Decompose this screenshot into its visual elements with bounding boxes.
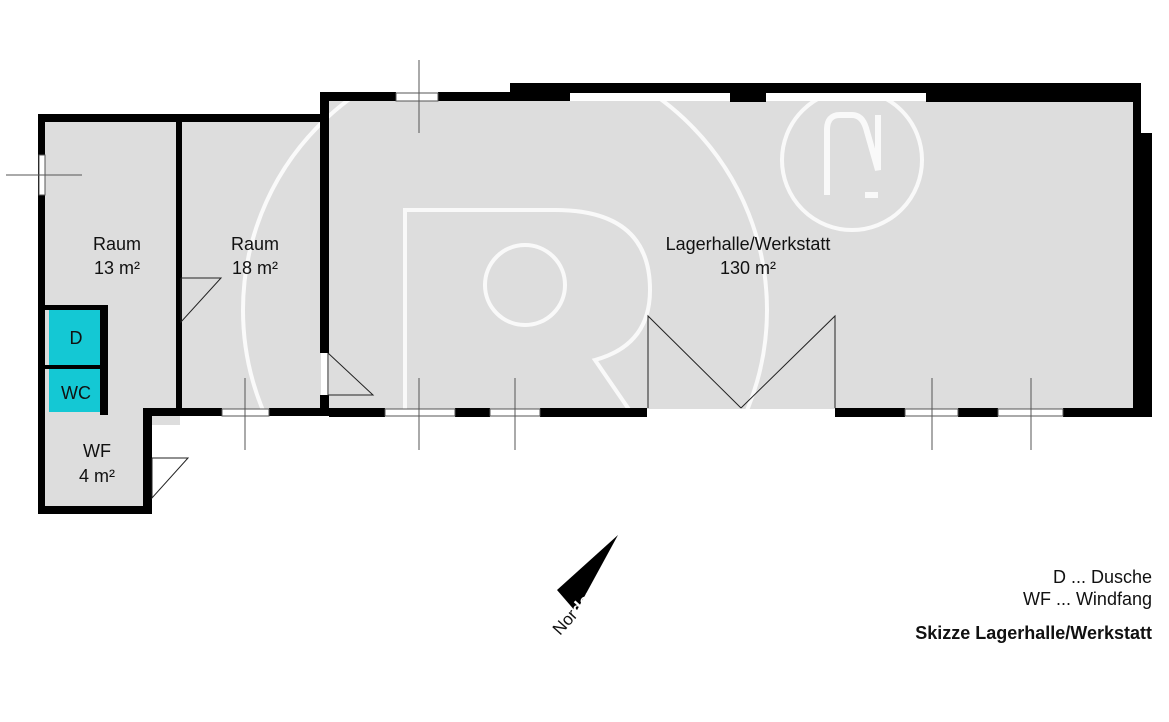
watermark-letter-n [824,112,881,198]
raum-13-name: Raum [93,234,141,254]
window-bottom-2 [384,408,456,417]
wall-hall-bottom-a [329,408,385,417]
north-compass: Norden [549,535,618,639]
legend: D ... Dusche WF ... Windfang Skizze Lage… [915,566,1152,644]
walls [38,83,1152,514]
windfang-name: WF [83,441,111,461]
wall-hall-top-b [438,92,570,101]
legend-title: Skizze Lagerhalle/Werkstatt [915,623,1152,643]
raum-18-name: Raum [231,234,279,254]
wall-fixture-top [45,305,108,310]
fixture-wc: WC [49,368,103,412]
dusche-block [49,310,103,365]
floor-windfang [45,413,148,506]
wall-hall-top-a [320,92,396,101]
fixture-dusche: D [49,310,103,365]
floor-lagerhalle [329,101,1133,409]
dusche-label: D [70,328,83,348]
door-raum-divider [180,277,223,324]
windfang-area: 4 m² [79,466,115,486]
floor-raum-18 [182,122,321,409]
lagerhalle-area: 130 m² [720,258,776,278]
wc-block [49,368,103,412]
floor-windfang-extension [148,415,180,425]
wall-hall-right-pillar [1141,133,1152,417]
lagerhalle-name: Lagerhalle/Werkstatt [666,234,831,254]
watermark-letter-r [403,208,653,560]
wall-hall-left [320,92,329,353]
door-windfang [151,457,190,500]
wall-hall-top-c [510,83,1140,93]
wall-hall-bottom-f [1063,408,1141,417]
watermark-logo [241,46,924,574]
wall-left-top [38,114,329,122]
wall-rooms-divider [176,122,182,412]
wall-hall-left-lower [320,395,329,412]
wall-fixture-divider [100,305,108,415]
wall-windfang-right [143,409,152,514]
wall-hall-top-d [730,92,766,102]
legend-item-dusche: D ... Dusche [1052,567,1152,587]
wall-hall-bottom-d [835,408,905,417]
wall-windfang-top [143,408,185,416]
watermark-large-circle [241,46,769,574]
wc-label: WC [61,383,91,403]
doors [151,277,836,500]
floor-areas [45,101,1133,506]
door-hall-gate-left [647,314,742,409]
compass-arrow-icon [557,535,618,612]
wall-left-bottom [38,506,152,514]
windows [6,60,1064,450]
wall-fixture-middle [45,365,108,369]
watermark-inner-circle [483,243,567,327]
door-hall-left [327,352,375,396]
wall-bottom-raum-18 [176,408,222,416]
room-labels: Raum 13 m² Raum 18 m² Lagerhalle/Werksta… [79,234,830,486]
wall-left-outer [38,114,45,514]
window-top [395,92,439,102]
wall-hall-bottom-c [540,408,647,417]
legend-item-windfang: WF ... Windfang [1022,589,1152,609]
raum-13-area: 13 m² [94,258,140,278]
wall-hall-right [1133,83,1141,417]
raum-18-area: 18 m² [232,258,278,278]
wall-hall-top-e [926,92,1136,102]
door-hall-gate-right [740,314,836,409]
wall-hall-bottom-e [958,408,998,417]
wall-hall-bottom-b [455,408,490,417]
